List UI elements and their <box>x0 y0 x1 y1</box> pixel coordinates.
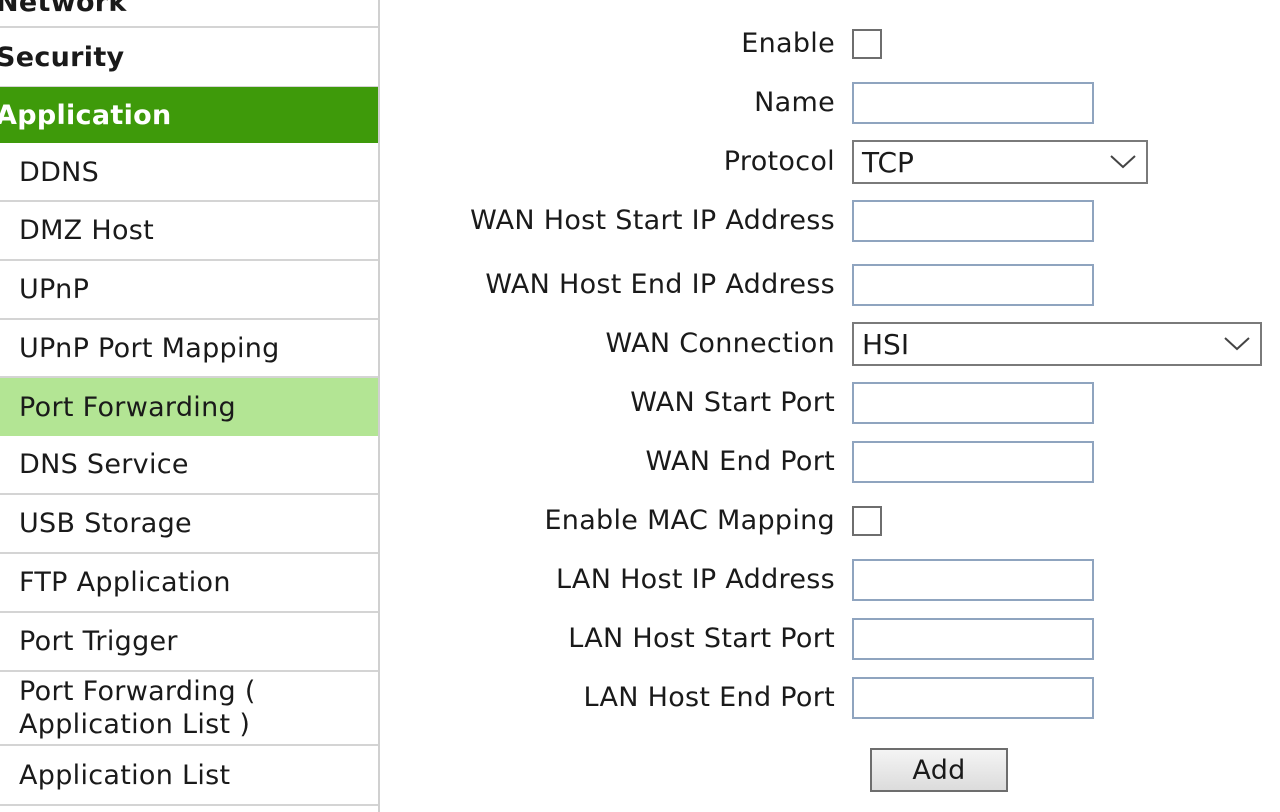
sidebar-category-application[interactable]: Application <box>0 87 378 143</box>
wan-end-port-input[interactable] <box>852 441 1094 483</box>
chevron-down-icon <box>1110 155 1136 169</box>
sidebar-category-label: Network <box>0 0 127 18</box>
sidebar-item-label: Port Trigger <box>19 626 178 657</box>
sidebar-item-port-trigger[interactable]: Port Trigger <box>0 613 378 672</box>
enable-label: Enable <box>741 28 835 59</box>
wan-connection-select[interactable]: HSI <box>852 322 1262 366</box>
lan-host-end-port-label: LAN Host End Port <box>583 682 835 713</box>
wan-host-end-ip-input[interactable] <box>852 264 1094 306</box>
sidebar-item-label: Port Forwarding <box>19 391 236 423</box>
wan-connection-label: WAN Connection <box>605 328 835 359</box>
row-wan-start-port: WAN Start Port <box>400 378 1280 428</box>
lan-host-start-port-input[interactable] <box>852 618 1094 660</box>
row-name: Name <box>400 78 1280 128</box>
lan-host-start-port-label: LAN Host Start Port <box>568 623 835 654</box>
sidebar-item-ddns[interactable]: DDNS <box>0 145 378 202</box>
sidebar: Network Security Application DDNS DMZ Ho… <box>0 0 382 812</box>
sidebar-item-label: DMZ Host <box>19 215 155 246</box>
row-wan-connection: WAN Connection HSI <box>400 319 1280 369</box>
sidebar-item-label: FTP Application <box>19 567 231 598</box>
lan-host-end-port-input[interactable] <box>852 677 1094 719</box>
sidebar-item-label: Application List <box>19 759 231 791</box>
enable-checkbox[interactable] <box>852 29 882 59</box>
sidebar-divider <box>378 0 380 812</box>
name-input[interactable] <box>852 82 1094 124</box>
lan-host-ip-input[interactable] <box>852 559 1094 601</box>
protocol-select[interactable]: TCP <box>852 140 1148 184</box>
chevron-down-icon <box>1224 337 1250 351</box>
sidebar-item-application-list[interactable]: Application List <box>0 746 378 806</box>
sidebar-category-label: Application <box>0 99 172 131</box>
row-wan-host-end-ip: WAN Host End IP Address <box>400 260 1280 310</box>
add-button[interactable]: Add <box>870 748 1008 792</box>
wan-connection-selected-value: HSI <box>862 327 910 361</box>
sidebar-item-label-line1: Port Forwarding ( <box>19 676 256 707</box>
protocol-label: Protocol <box>723 146 835 177</box>
wan-host-start-ip-input[interactable] <box>852 200 1094 242</box>
sidebar-item-upnp[interactable]: UPnP <box>0 261 378 320</box>
sidebar-item-label-line2: Application List ) <box>19 709 251 740</box>
row-protocol: Protocol TCP <box>400 137 1280 187</box>
row-lan-host-end-port: LAN Host End Port <box>400 673 1280 723</box>
sidebar-item-dns-service[interactable]: DNS Service <box>0 436 378 495</box>
sidebar-item-label: UPnP <box>19 274 90 305</box>
wan-end-port-label: WAN End Port <box>645 446 835 477</box>
wan-start-port-input[interactable] <box>852 382 1094 424</box>
wan-host-start-ip-label: WAN Host Start IP Address <box>470 205 835 236</box>
row-lan-host-ip: LAN Host IP Address <box>400 555 1280 605</box>
row-enable: Enable <box>400 19 1280 69</box>
sidebar-item-label: DDNS <box>19 157 100 188</box>
row-wan-host-start-ip: WAN Host Start IP Address <box>400 196 1280 246</box>
name-label: Name <box>754 87 835 118</box>
enable-mac-mapping-label: Enable MAC Mapping <box>544 505 835 536</box>
row-enable-mac-mapping: Enable MAC Mapping <box>400 496 1280 546</box>
sidebar-item-port-forwarding-application-list[interactable]: Port Forwarding ( Application List ) <box>0 672 378 746</box>
row-lan-host-start-port: LAN Host Start Port <box>400 614 1280 664</box>
sidebar-item-usb-storage[interactable]: USB Storage <box>0 495 378 554</box>
sidebar-category-label: Security <box>0 41 125 73</box>
wan-host-end-ip-label: WAN Host End IP Address <box>485 269 835 300</box>
protocol-selected-value: TCP <box>862 145 914 179</box>
sidebar-item-dmz-host[interactable]: DMZ Host <box>0 202 378 261</box>
enable-mac-mapping-checkbox[interactable] <box>852 506 882 536</box>
sidebar-category-security[interactable]: Security <box>0 28 378 88</box>
sidebar-item-label: UPnP Port Mapping <box>19 332 280 364</box>
sidebar-item-label: USB Storage <box>19 508 192 539</box>
lan-host-ip-label: LAN Host IP Address <box>555 564 835 595</box>
wan-start-port-label: WAN Start Port <box>630 387 835 418</box>
sidebar-category-network[interactable]: Network <box>0 0 378 28</box>
sidebar-item-label: DNS Service <box>19 449 189 480</box>
sidebar-item-port-forwarding[interactable]: Port Forwarding <box>0 378 378 436</box>
row-wan-end-port: WAN End Port <box>400 437 1280 487</box>
sidebar-item-ftp-application[interactable]: FTP Application <box>0 554 378 613</box>
sidebar-item-upnp-port-mapping[interactable]: UPnP Port Mapping <box>0 320 378 378</box>
